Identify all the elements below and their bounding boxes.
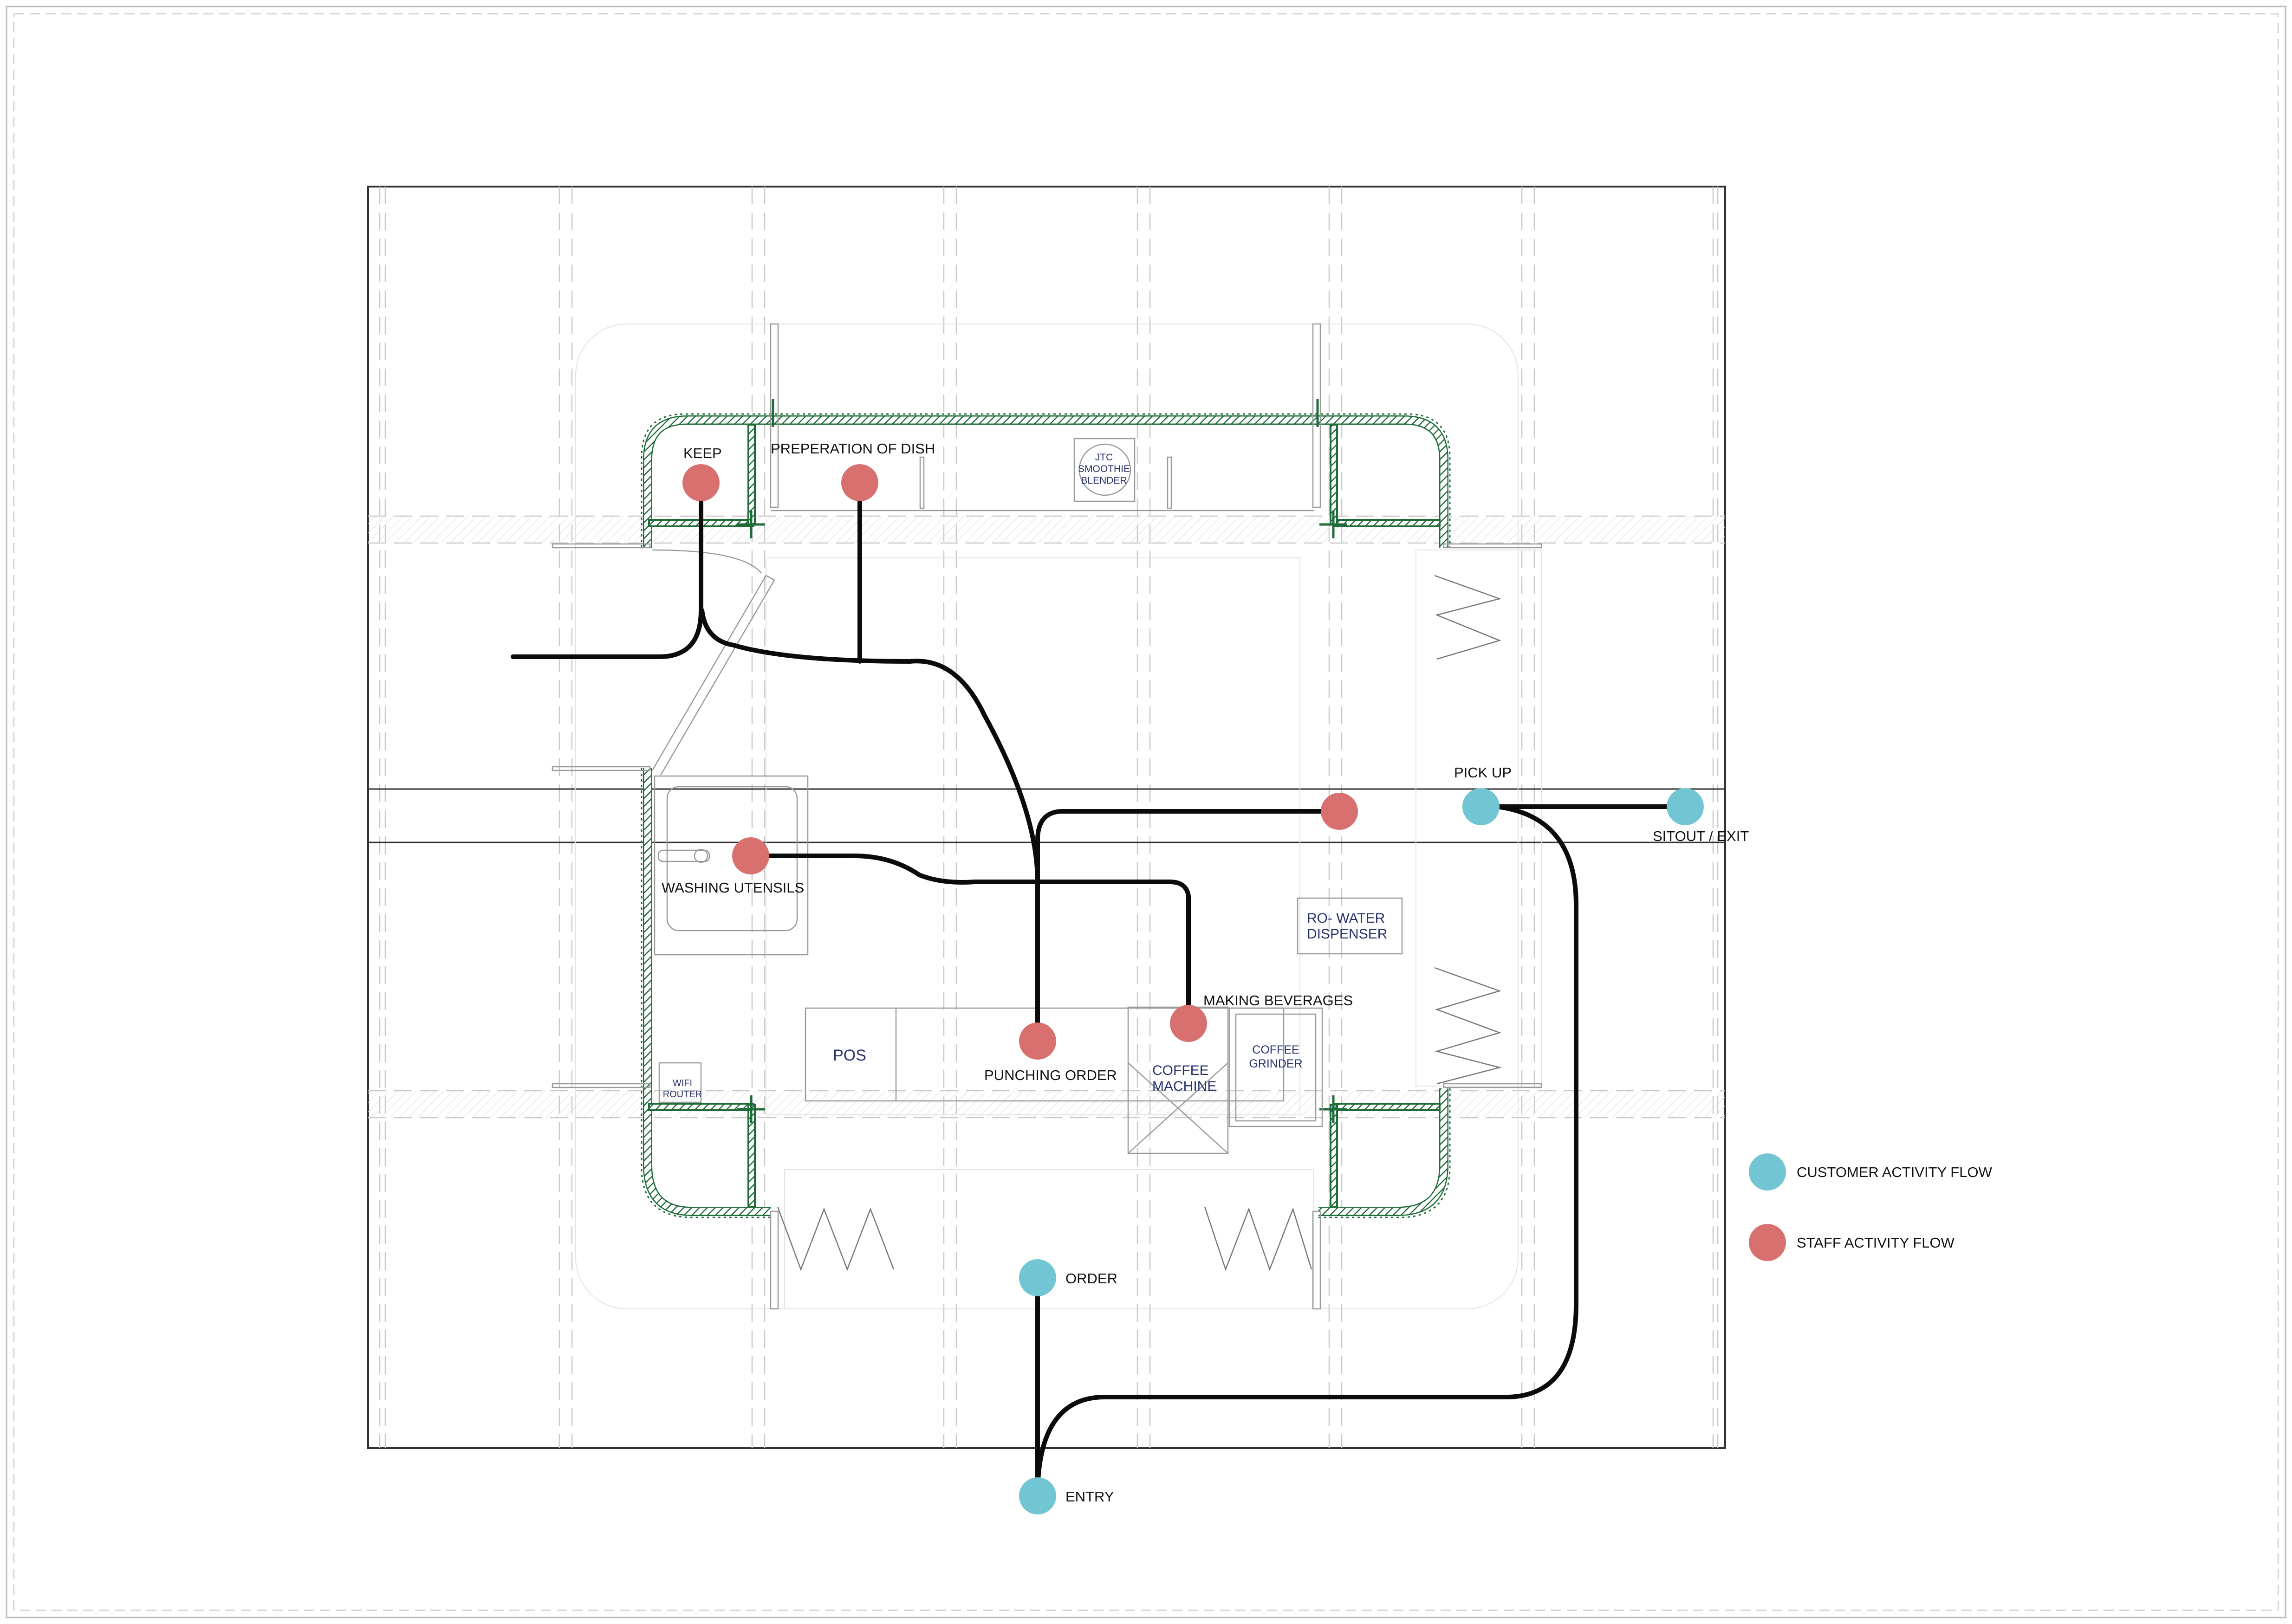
legend-staff-swatch (1749, 1224, 1786, 1261)
node-washing (732, 837, 769, 874)
label-making: MAKING BEVERAGES (1203, 992, 1353, 1009)
staff-flow-pickup-path (1035, 809, 1342, 1043)
label-order: ORDER (1065, 1270, 1117, 1287)
label-pickup: PICK UP (1454, 764, 1512, 781)
label-sitout: SITOUT / EXIT (1653, 828, 1749, 844)
horizontal-bands (368, 515, 1725, 1119)
activity-labels: KEEP PREPERATION OF DISH WASHING UTENSIL… (662, 440, 1749, 1505)
sheet-frame (6, 6, 2286, 1618)
legend: CUSTOMER ACTIVITY FLOW STAFF ACTIVITY FL… (1749, 1153, 1993, 1261)
label-wifi-line2: ROUTER (663, 1089, 702, 1100)
label-preparation: PREPERATION OF DISH (771, 440, 935, 457)
equipment-labels: JTC SMOOTHIE BLENDER RO- WATER DISPENSER… (663, 452, 1388, 1100)
label-smoothie-line1: JTC (1095, 452, 1113, 463)
label-pos: POS (833, 1047, 866, 1064)
label-ro-water-line2: DISPENSER (1307, 926, 1387, 942)
legend-customer-swatch (1749, 1153, 1786, 1191)
grid-columns (379, 187, 1719, 1448)
site-boundary (367, 186, 1726, 1449)
customer-flow-return-path (1035, 804, 1578, 1498)
interior-outlines (575, 324, 1542, 1309)
label-punching: PUNCHING ORDER (984, 1067, 1117, 1083)
staff-flow-main-path (700, 608, 1040, 1043)
label-washing: WASHING UTENSILS (662, 880, 804, 896)
node-entry (1019, 1477, 1056, 1514)
node-punching (1019, 1022, 1056, 1060)
label-coffee-machine-line2: MACHINE (1152, 1079, 1216, 1094)
staff-flow-wash-path (748, 854, 1191, 1026)
flow-paths (511, 480, 1688, 1498)
node-sitout (1667, 788, 1704, 825)
legend-staff-label: STAFF ACTIVITY FLOW (1797, 1235, 1955, 1251)
node-making (1170, 1005, 1207, 1042)
label-smoothie-line3: BLENDER (1081, 475, 1127, 486)
node-keep (682, 464, 720, 501)
label-coffee-grinder-line2: GRINDER (1249, 1057, 1302, 1070)
staff-flow-keep-path (511, 480, 703, 659)
label-coffee-grinder-line1: COFFEE (1252, 1043, 1299, 1056)
activity-nodes (682, 464, 1704, 1514)
label-ro-water-line1: RO- WATER (1307, 911, 1385, 926)
node-order (1019, 1259, 1056, 1296)
label-wifi-line1: WIFI (673, 1078, 692, 1088)
legend-customer-label: CUSTOMER ACTIVITY FLOW (1797, 1164, 1993, 1180)
node-pickup-staff (1321, 793, 1358, 830)
label-coffee-machine-line1: COFFEE (1152, 1063, 1209, 1078)
node-preparation (841, 464, 878, 501)
label-smoothie-line2: SMOOTHIE (1078, 464, 1130, 474)
kiosk-wall (641, 399, 1451, 1218)
node-pickup-customer (1462, 788, 1500, 825)
label-keep: KEEP (683, 445, 722, 461)
label-entry: ENTRY (1065, 1488, 1114, 1505)
